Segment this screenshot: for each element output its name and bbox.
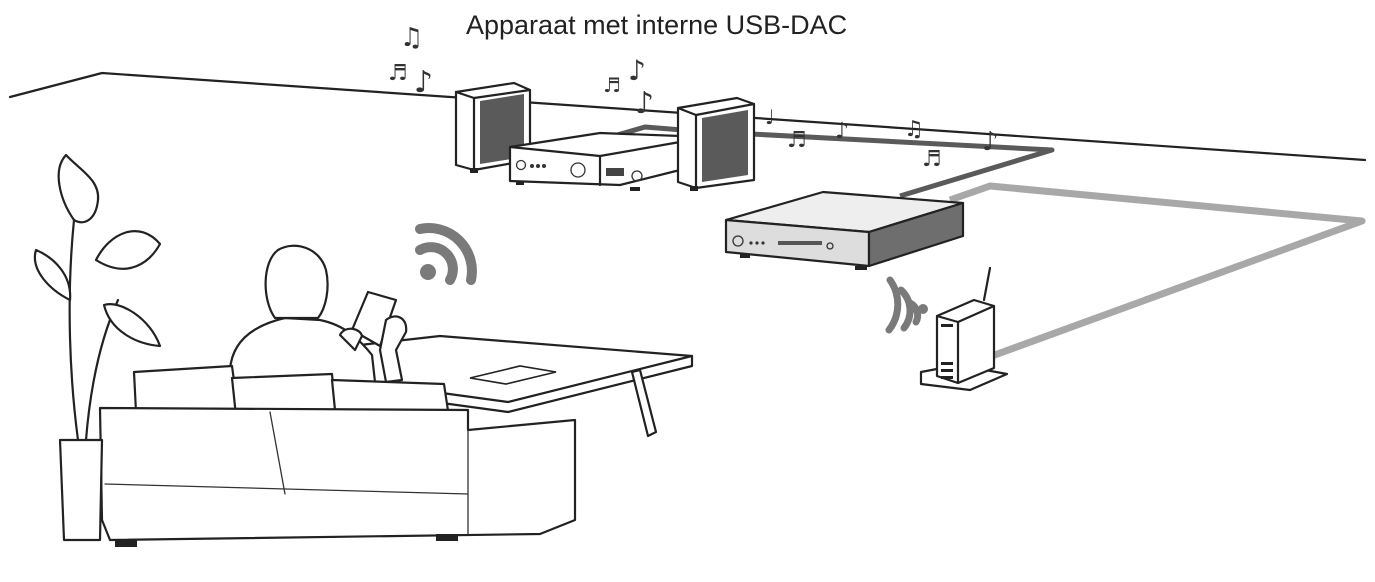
music-note-icon: ♪ [982, 127, 999, 157]
music-note-icon: ♬ [787, 128, 807, 153]
music-note-icon: ♬ [388, 61, 408, 86]
music-note-icon: ♬ [922, 147, 942, 172]
network-audio-player [724, 190, 965, 270]
sofa [98, 364, 577, 547]
person-with-tablet [228, 244, 408, 384]
music-note-icon: ♬ [603, 73, 621, 97]
music-note-icon: ♪ [635, 86, 654, 121]
usb-dac-amplifier [508, 131, 682, 191]
lan-cable-light [948, 182, 1366, 360]
music-note-icon: ♩ [765, 105, 774, 129]
music-note-icon: ♪ [414, 65, 433, 100]
wifi-router [919, 266, 1009, 392]
music-notes: ♫ ♬ ♪ ♬ ♪ ♪ ♩ ♬ ♪ ♫ ♬ ♪ [388, 23, 999, 172]
potted-plant [33, 153, 162, 542]
diagram-caption: Apparaat met interne USB-DAC [466, 10, 848, 40]
wifi-signal-icon [885, 276, 928, 334]
music-note-icon: ♫ [400, 23, 423, 53]
wifi-signal-icon [415, 223, 477, 285]
music-note-icon: ♪ [628, 54, 646, 87]
wall-floor-line [8, 71, 1367, 162]
music-note-icon: ♫ [904, 117, 924, 142]
right-speaker [676, 96, 756, 191]
music-note-icon: ♪ [835, 119, 849, 144]
